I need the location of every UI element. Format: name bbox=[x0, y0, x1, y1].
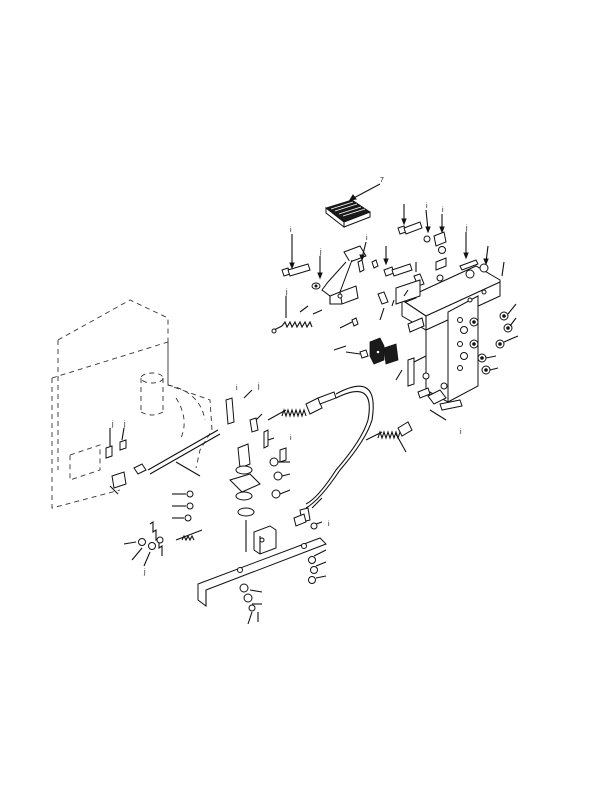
callout-label: i bbox=[290, 435, 292, 442]
callout-label: j bbox=[143, 569, 146, 576]
callout-label: i bbox=[290, 227, 292, 234]
cable-clamps bbox=[359, 337, 427, 387]
callout-label: j bbox=[257, 383, 260, 390]
callout-label: i bbox=[442, 207, 444, 214]
lower-cable bbox=[365, 421, 413, 441]
callout-label: j bbox=[111, 421, 114, 428]
callout-label: i bbox=[328, 521, 330, 528]
clamp-screws bbox=[333, 317, 463, 411]
pivot-assembly bbox=[225, 397, 287, 552]
top-bolts bbox=[357, 221, 447, 333]
callout-label: 7 bbox=[380, 177, 384, 184]
leader-lines bbox=[109, 183, 519, 625]
pedal-arm bbox=[321, 245, 367, 305]
lower-bracket bbox=[253, 525, 277, 555]
dashed-housing-outline bbox=[51, 299, 213, 509]
callout-label: j bbox=[319, 249, 322, 256]
callout-label: j bbox=[123, 421, 126, 428]
lower-left-spring bbox=[138, 490, 203, 556]
left-rod bbox=[105, 429, 221, 495]
return-spring bbox=[271, 309, 323, 334]
callout-label: i bbox=[236, 385, 238, 392]
lower-right-hardware bbox=[239, 507, 318, 612]
upper-cable bbox=[267, 385, 374, 509]
callout-label: j bbox=[465, 225, 468, 232]
bracket-hardware bbox=[459, 259, 513, 375]
callout-label: i bbox=[426, 203, 428, 210]
callout-labels: 7 i i i i j j j j j j i i j i i bbox=[111, 177, 468, 576]
pedal-pad bbox=[325, 199, 371, 229]
callout-label: i bbox=[460, 429, 462, 436]
callout-label: j bbox=[285, 289, 288, 296]
callout-label: i bbox=[366, 235, 368, 242]
pedal-bolt bbox=[281, 263, 321, 290]
lever-arm bbox=[197, 537, 327, 607]
